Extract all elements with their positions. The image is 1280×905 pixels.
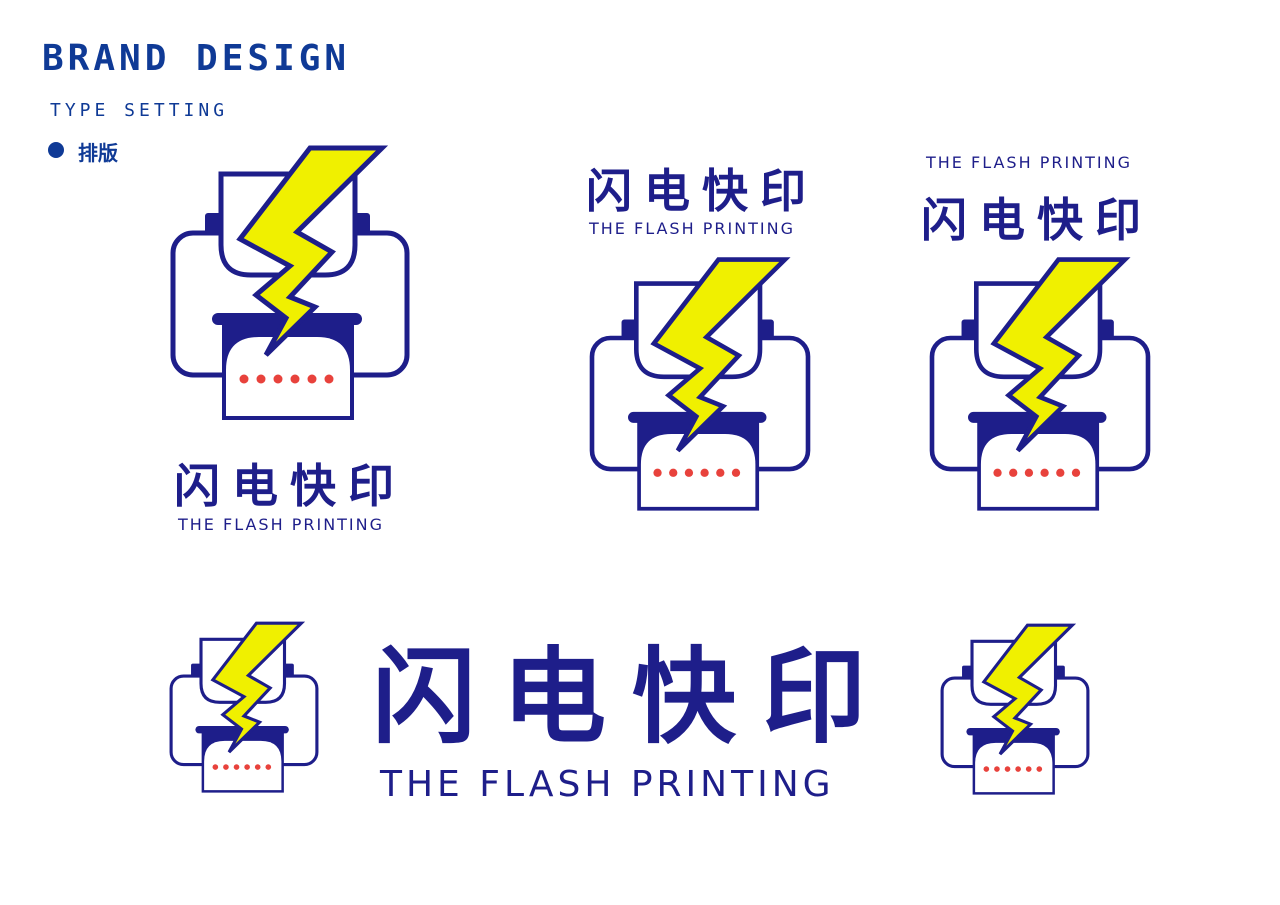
brand-name-en: THE FLASH PRINTING bbox=[380, 764, 835, 805]
brand-name-cn: 闪电快印 bbox=[921, 193, 1153, 247]
section-label: 排版 bbox=[78, 141, 118, 165]
printer-lightning-logo-icon bbox=[934, 620, 1096, 801]
brand-name-en: THE FLASH PRINTING bbox=[178, 515, 385, 534]
brand-name-cn: 闪电快印 bbox=[586, 164, 818, 218]
printer-lightning-logo-icon bbox=[920, 252, 1160, 520]
brand-name-en: THE FLASH PRINTING bbox=[926, 153, 1133, 172]
page-subtitle: TYPE SETTING bbox=[50, 100, 229, 121]
printer-lightning-logo-icon bbox=[163, 618, 325, 799]
printer-lightning-logo-icon bbox=[580, 252, 820, 520]
brand-name-cn: 闪电快印 bbox=[372, 635, 893, 758]
bullet-icon bbox=[48, 142, 64, 158]
brand-name-en: THE FLASH PRINTING bbox=[589, 219, 796, 238]
page-title: BRAND DESIGN bbox=[42, 38, 351, 79]
brand-name-cn: 闪电快印 bbox=[174, 459, 406, 513]
printer-lightning-logo-icon bbox=[160, 140, 420, 430]
